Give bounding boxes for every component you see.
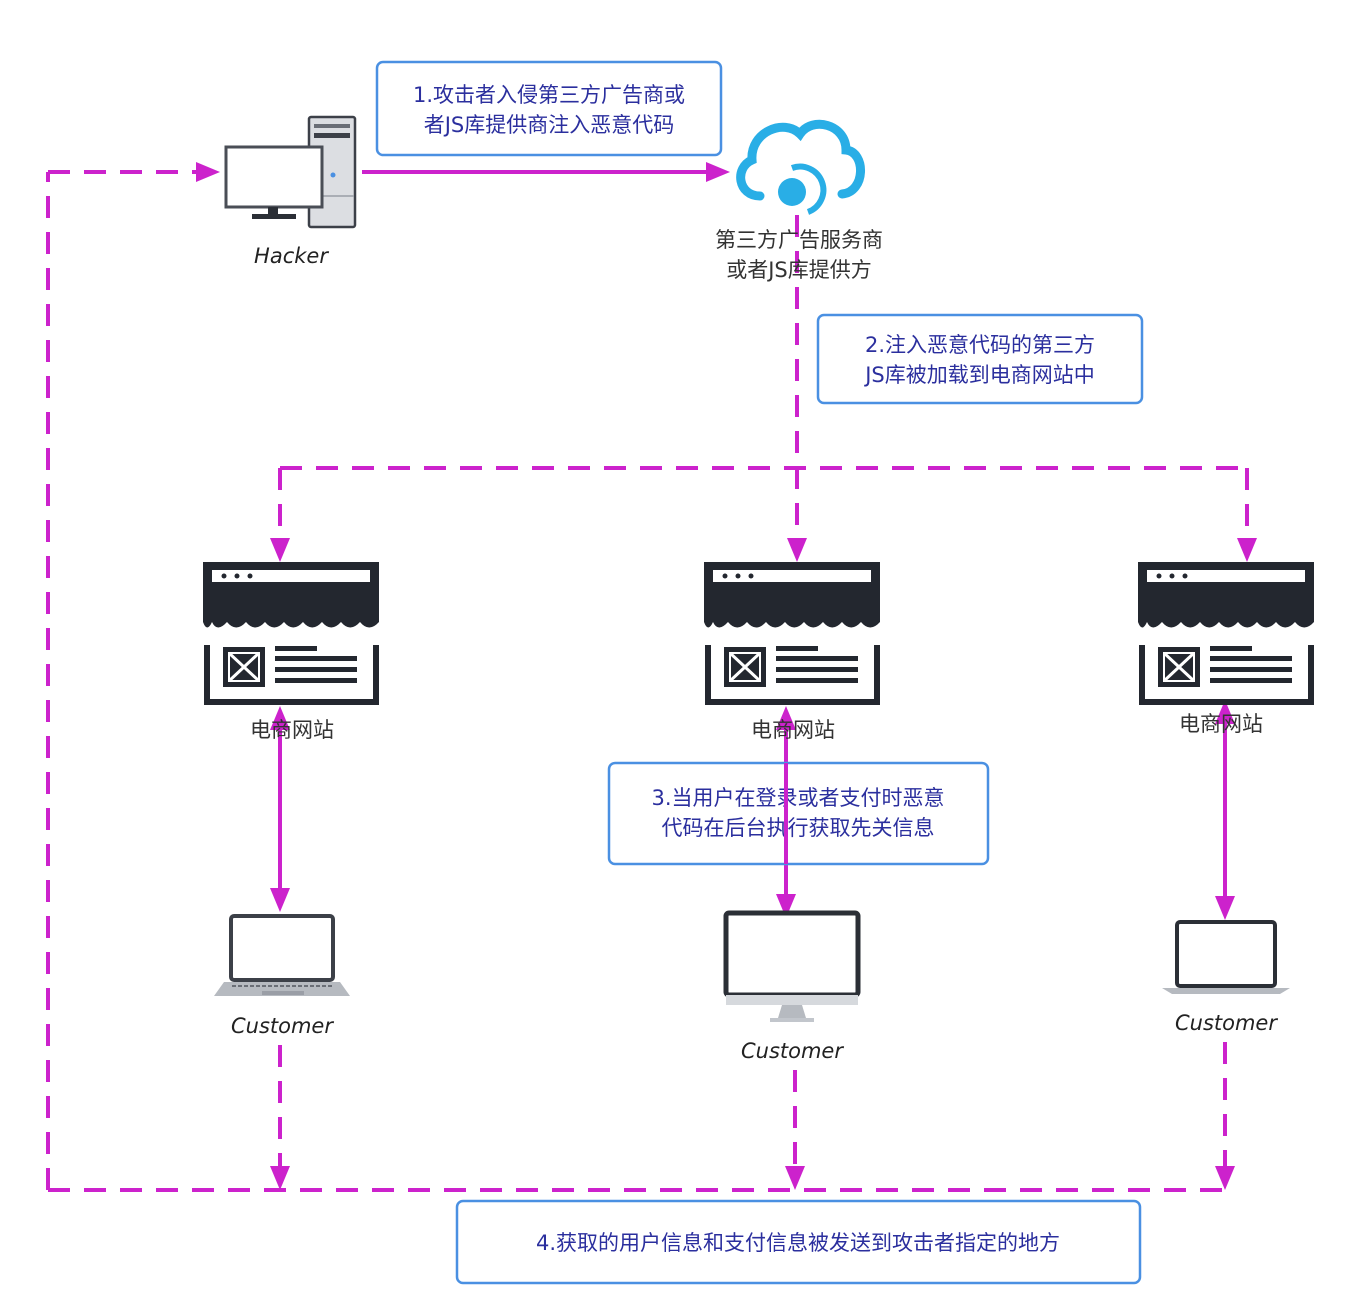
arrowhead-exfil-2 [785,1166,805,1190]
customer-label: Customer [1175,1011,1278,1035]
step-1-box: 1.攻击者入侵第三方广告商或 者JS库提供商注入恶意代码 [375,60,723,157]
arrowhead-customer1-down [270,888,290,912]
storefront-icon [203,562,379,705]
arrowhead-hacker [196,162,220,182]
arrowhead-site-2 [787,538,807,562]
site-node-3: 电商网站 [1138,562,1314,736]
laptop-icon [214,914,350,996]
step-2-box: 2.注入恶意代码的第三方 JS库被加载到电商网站中 [816,313,1144,405]
hacker-label: Hacker [254,244,329,268]
storefront-icon [704,562,880,705]
step-4-line1: 4.获取的用户信息和支付信息被发送到攻击者指定的地方 [536,1231,1060,1255]
customer-label: Customer [741,1039,844,1063]
provider-label-line2: 或者JS库提供方 [726,258,872,282]
desktop-tower-icon [224,115,357,229]
provider-node: 第三方广告服务商 或者JS库提供方 [715,119,883,282]
imac-icon [723,910,861,1022]
step-4-box: 4.获取的用户信息和支付信息被发送到攻击者指定的地方 [455,1199,1142,1285]
arrowhead-site1-up [270,706,290,730]
laptop-icon [1162,920,1290,994]
site-label: 电商网站 [751,718,835,742]
provider-label-line1: 第三方广告服务商 [715,228,883,252]
step-3-line2: 代码在后台执行获取先关信息 [662,816,935,840]
storefront-icon [1138,562,1314,705]
flow-lines [46,162,1257,1192]
step-2-line2: JS库被加载到电商网站中 [863,363,1095,387]
cloud-icon [736,119,865,215]
arrowhead-site3-up [1215,700,1235,724]
customer-node-3: Customer [1162,920,1290,1035]
arrowhead-site-3 [1237,538,1257,562]
site-label: 电商网站 [1179,712,1263,736]
arrowhead-customer3-down [1215,896,1235,920]
step-1-line2: 者JS库提供商注入恶意代码 [424,113,675,137]
arrowhead-provider [706,162,730,182]
site-node-2: 电商网站 [704,562,880,742]
customer-node-1: Customer [214,914,350,1038]
step-3-line1: 3.当用户在登录或者支付时恶意 [651,786,944,810]
arrowhead-exfil-1 [270,1166,290,1190]
step-1-line1: 1.攻击者入侵第三方广告商或 [413,83,685,107]
site-node-1: 电商网站 [203,562,379,742]
step-2-line1: 2.注入恶意代码的第三方 [865,333,1095,357]
site-label: 电商网站 [250,718,334,742]
arrowhead-site-1 [270,538,290,562]
arrowhead-site2-up [776,706,796,730]
arrowhead-customer2-down [776,894,796,918]
customer-label: Customer [231,1014,334,1038]
hacker-node: Hacker [224,115,357,268]
arrowhead-exfil-3 [1215,1166,1235,1190]
customer-node-2: Customer [723,910,861,1063]
step-3-box: 3.当用户在登录或者支付时恶意 代码在后台执行获取先关信息 [607,761,990,866]
